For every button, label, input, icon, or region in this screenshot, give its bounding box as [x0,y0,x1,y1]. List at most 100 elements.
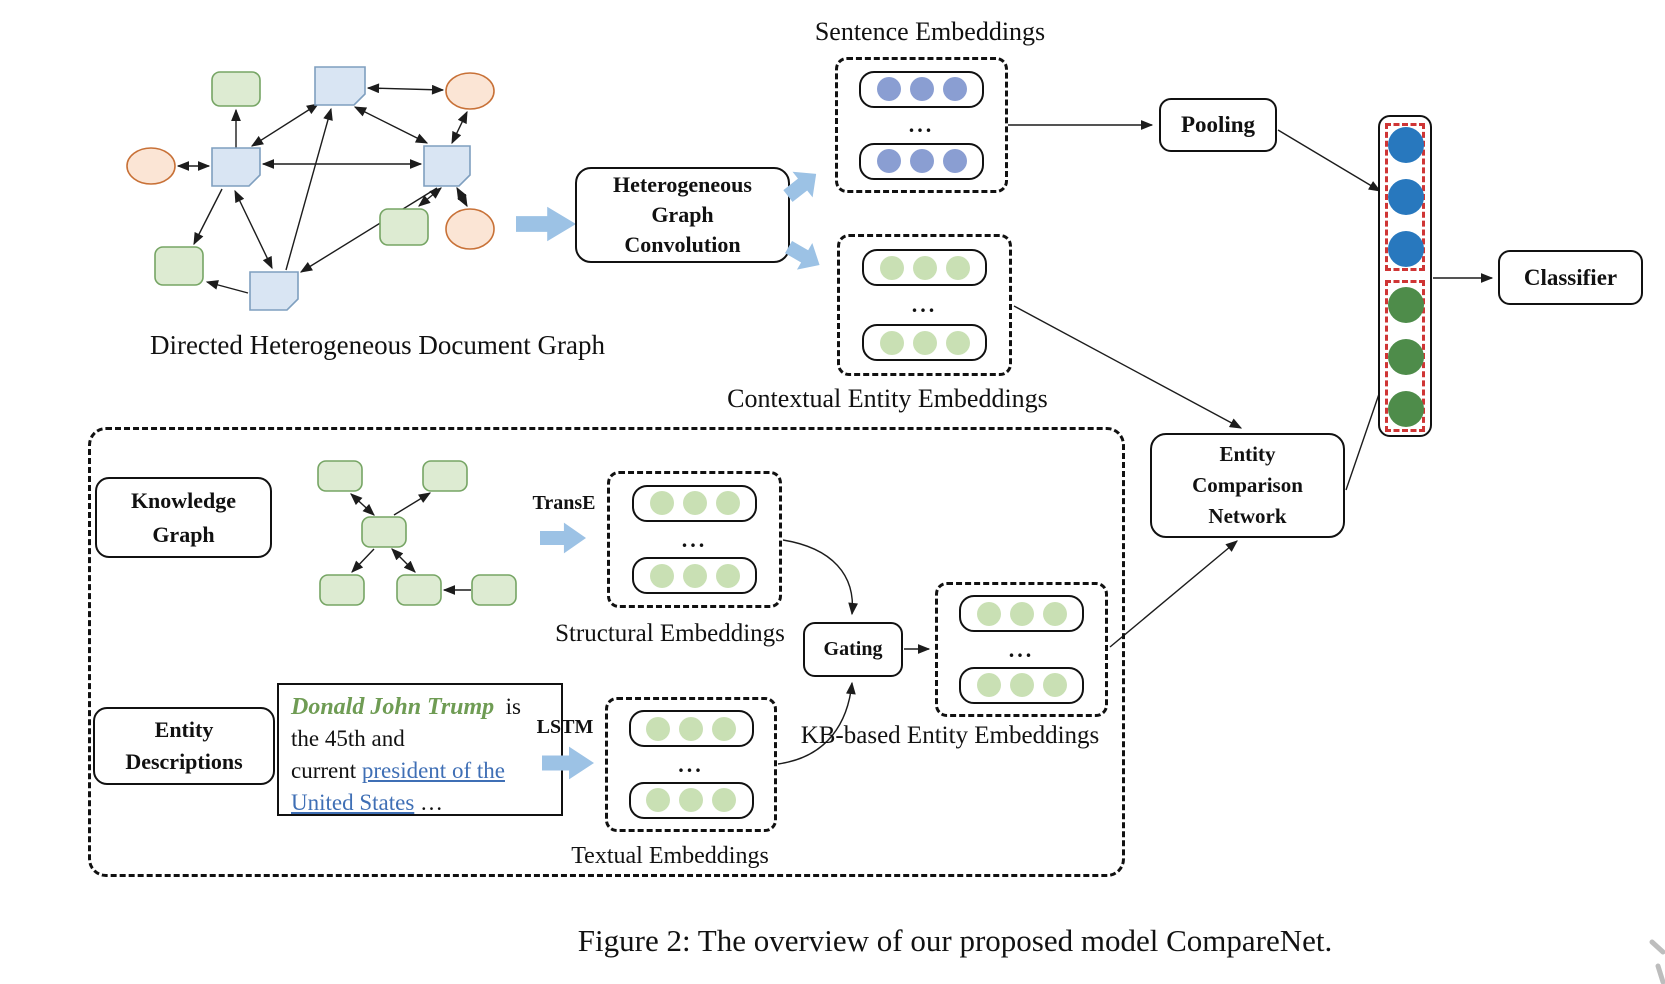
green-entity-node [211,71,261,107]
kg-node-center [361,516,407,548]
classifier-label: Classifier [1523,264,1618,290]
embedding-dot [976,673,1001,698]
ellipsis: ... [1008,636,1035,662]
embedding-dot [945,330,970,355]
blue-document-node [314,66,366,106]
stack-blue-dot [1388,231,1424,267]
entity-descriptions-label: Entity Descriptions [125,717,243,774]
blue-document-node [249,271,299,311]
embedding-dot [682,491,707,516]
watermark-mark [1649,939,1665,984]
embedding-dot [712,788,736,813]
embedding-dot [912,255,937,280]
embedding-dot [942,77,967,101]
knowledge-graph-edges [350,492,471,595]
embedding-row [628,710,754,748]
module-connectors [777,120,1494,765]
embedding-dot [1009,673,1034,698]
embedding-dot [876,77,901,101]
description-text: current [291,758,357,783]
stack-green-dot [1388,287,1424,323]
embedding-row [859,70,984,108]
stack-green-dot [1388,391,1424,427]
arrow-kb-to-ecn [1109,540,1238,648]
classifier-box: Classifier [1498,250,1643,305]
ellipsis: ... [681,526,708,552]
contextual-entity-embeddings-box: ... [837,234,1012,376]
arrow-contextual-to-ecn [1013,305,1243,429]
gating-box: Gating [803,622,903,677]
kb-entity-embeddings-title: KB-based Entity Embeddings [800,722,1100,749]
ellipsis: ... [911,292,938,317]
ecn-label: Entity Comparison Network [1192,442,1303,528]
wiki-link-text: president of the [361,758,505,783]
knowledge-graph-box: Knowledge Graph [95,477,272,558]
orange-topic-node [445,72,495,110]
embedding-dot [1042,673,1067,698]
arrow-pooling-to-stack [1277,129,1382,192]
description-text: … [420,790,444,815]
ellipsis: ... [908,112,935,137]
description-line: current president of the [291,755,549,787]
embedding-dot [945,255,970,280]
embedding-dot [909,149,934,173]
pooling-box: Pooling [1159,98,1277,152]
contextual-entity-embeddings-title: Contextual Entity Embeddings [727,384,1048,413]
embedding-dot [679,716,703,741]
knowledge-graph-nodes [317,460,517,606]
kg-node [319,574,365,606]
description-line: Donald John Trump is [291,691,549,723]
sentence-embeddings-title: Sentence Embeddings [814,17,1046,46]
kg-node [396,574,442,606]
textual-embeddings-title: Textual Embeddings [571,843,769,869]
embedding-dot [712,716,736,741]
blue-document-node [423,145,471,187]
embedding-row [862,324,987,361]
embedding-dot [649,563,674,588]
embedding-row [862,249,987,286]
fused-representation-stack [1378,115,1432,437]
embedding-dot [879,330,904,355]
embedding-dot [942,149,967,173]
kb-entity-embeddings-box: ... [935,582,1108,717]
stack-green-dot [1388,339,1424,375]
gating-label: Gating [823,638,883,660]
wiki-link-text: United States [291,790,415,815]
embedding-dot [715,563,740,588]
structural-embeddings-title: Structural Embeddings [555,620,785,647]
embedding-dot [682,563,707,588]
figure-caption: Figure 2: The overview of our proposed m… [577,923,1333,958]
embedding-dot [1009,601,1034,626]
embedding-dot [646,716,670,741]
embedding-row [628,781,754,819]
document-graph-edges [176,83,468,294]
pooling-label: Pooling [1180,112,1256,137]
structural-embeddings-box: ... [607,471,782,608]
heterogeneous-graph-convolution-box: Heterogeneous Graph Convolution [575,167,790,263]
blue-document-node [211,147,261,187]
stack-blue-dot [1388,127,1424,163]
green-entity-node [379,208,429,246]
entity-description-text-box: Donald John Trump is the 45th and curren… [277,683,563,816]
green-entity-node [154,246,204,286]
description-text: is [505,694,522,719]
kg-node [317,460,363,492]
orange-topic-node [445,208,495,250]
embedding-dot [1042,601,1067,626]
entity-name-text: Donald John Trump [291,694,495,720]
embedding-dot [912,330,937,355]
description-line: the 45th and [291,726,405,751]
lstm-label: LSTM [536,716,594,738]
embedding-row [859,142,984,180]
arrow-textual-to-gating [777,681,856,765]
arrow-structural-to-gating [782,539,858,616]
embedding-dot [646,788,670,813]
ellipsis: ... [678,751,704,777]
knowledge-graph-label: Knowledge Graph [130,487,237,547]
embedding-dot [879,255,904,280]
embedding-row [959,666,1084,704]
orange-topic-node [126,147,176,185]
embedding-dot [876,149,901,173]
